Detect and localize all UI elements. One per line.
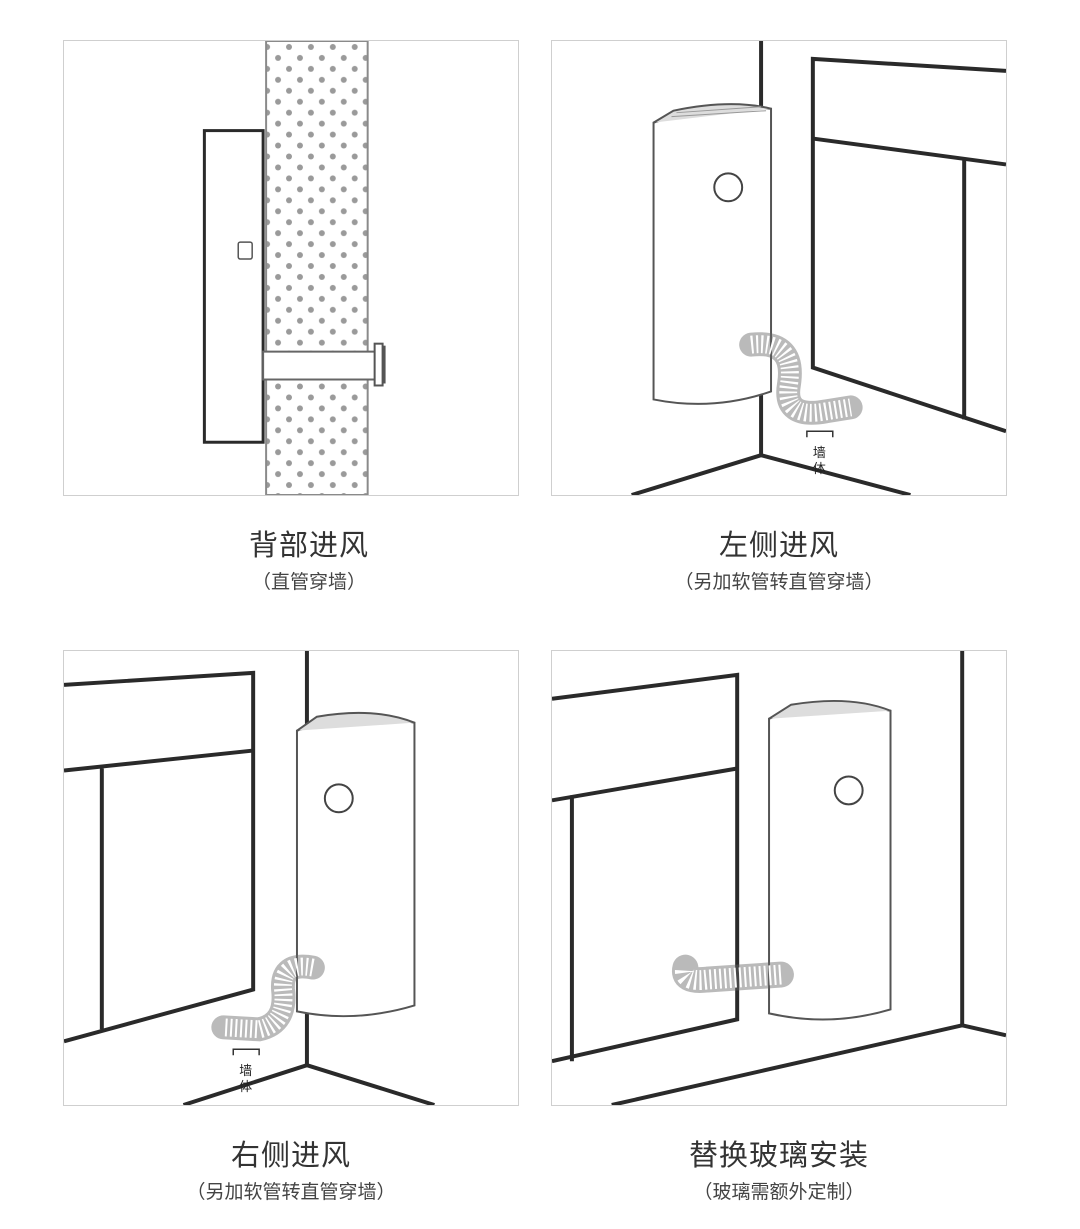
caption-subtitle: （玻璃需额外定制） bbox=[693, 1181, 865, 1203]
caption-subtitle: （另加软管转直管穿墙） bbox=[186, 1181, 396, 1203]
wall-label: 墙 bbox=[239, 1064, 252, 1079]
caption-title: 背部进风 bbox=[248, 528, 369, 562]
pipe-cap bbox=[373, 342, 384, 387]
caption-back-intake: 背部进风 （直管穿墙） bbox=[81, 527, 537, 595]
device-button-icon bbox=[237, 241, 253, 260]
wall-label: 体 bbox=[239, 1080, 252, 1095]
caption-glass-replacement: 替换玻璃安装 （玻璃需额外定制） bbox=[551, 1137, 1007, 1205]
caption-title: 右侧进风 bbox=[230, 1138, 351, 1172]
glass-replacement-illustration bbox=[552, 651, 1006, 1105]
device-vent-circle-icon bbox=[713, 172, 744, 203]
dotted-wall-section bbox=[265, 41, 369, 495]
device-vent-circle-icon bbox=[833, 775, 864, 806]
caption-right-intake: 右侧进风 （另加软管转直管穿墙） bbox=[63, 1137, 519, 1205]
device-side-view bbox=[202, 129, 265, 444]
diagram-left-intake: 墙 体 bbox=[551, 40, 1007, 496]
diagram-glass-replacement bbox=[551, 650, 1007, 1106]
diagram-right-intake: 墙 体 bbox=[63, 650, 519, 1106]
diagram-back-intake bbox=[63, 40, 519, 496]
straight-pipe bbox=[262, 350, 381, 381]
caption-title: 替换玻璃安装 bbox=[688, 1138, 869, 1172]
caption-title: 左侧进风 bbox=[718, 528, 839, 562]
caption-subtitle: （另加软管转直管穿墙） bbox=[674, 571, 884, 593]
caption-left-intake: 左侧进风 （另加软管转直管穿墙） bbox=[551, 527, 1007, 595]
wall-label: 体 bbox=[813, 462, 826, 477]
right-intake-illustration: 墙 体 bbox=[64, 651, 435, 1105]
wall-label: 墙 bbox=[813, 446, 826, 461]
device-vent-circle-icon bbox=[323, 783, 354, 814]
back-intake-illustration bbox=[202, 41, 386, 495]
caption-subtitle: （直管穿墙） bbox=[251, 571, 366, 593]
left-intake-illustration: 墙 体 bbox=[631, 41, 1006, 495]
